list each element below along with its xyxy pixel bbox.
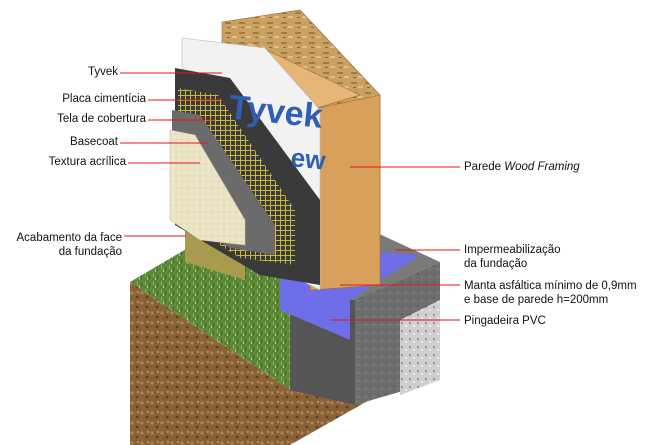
label-parede-prefix: Parede	[464, 161, 505, 173]
label-acabamento-line2: da fundação	[58, 246, 122, 258]
label-acabamento-line1: Acabamento da face	[16, 232, 123, 244]
label-impermeab-line2: da fundação	[464, 258, 528, 270]
tyvek-logo-sub: ew	[289, 142, 327, 176]
label-manta-line1: Manta asfáltica mínimo de 0,9mm	[464, 280, 637, 292]
label-basecoat: Basecoat	[70, 136, 118, 148]
label-tela-cobertura: Tela de cobertura	[57, 113, 146, 125]
label-placa-cimenticia: Placa cimentícia	[62, 93, 146, 105]
label-manta-asfaltica: Manta asfáltica mínimo de 0,9mm e base d…	[464, 279, 637, 307]
leader-lines	[120, 72, 460, 321]
label-textura-acrilica: Textura acrílica	[48, 156, 126, 168]
label-impermeab-line1: Impermeabilização	[464, 244, 561, 256]
gravel-layer	[400, 300, 440, 395]
label-parede-em: Wood Framing	[504, 161, 580, 173]
texture-layer	[169, 129, 246, 246]
label-acabamento-fundacao: Acabamento da face da fundação	[2, 231, 123, 259]
label-manta-line2: e base de parede h=200mm	[464, 294, 609, 306]
label-impermeabilizacao: Impermeabilização da fundação	[464, 243, 561, 271]
soil-block-left	[130, 282, 290, 445]
label-tyvek: Tyvek	[87, 66, 118, 78]
label-parede-wood-framing: Parede Wood Framing	[464, 160, 580, 174]
label-pingadeira-pvc: Pingadeira PVC	[464, 315, 546, 327]
